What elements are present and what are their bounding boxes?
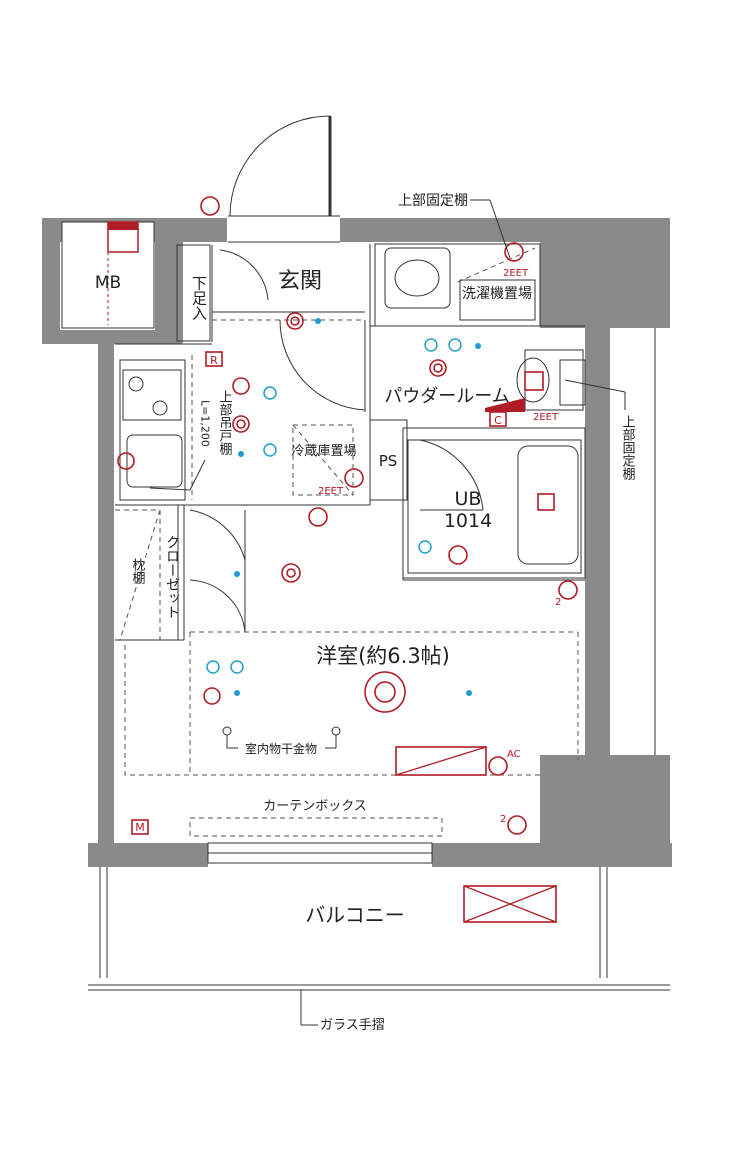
light-points: [234, 318, 481, 696]
mb-label: MB: [95, 273, 121, 293]
outlet-2eet-2: 2EET: [533, 412, 559, 423]
upper-fixed-shelf-top-label: 上部固定棚: [398, 193, 468, 209]
balcony-label: バルコニー: [305, 903, 405, 927]
text-labels: 玄関 上部固定棚 洗濯機置場 パウダールーム 上部吊戸棚 L=1,200 冷蔵庫…: [130, 193, 636, 1033]
pillow-shelf-label: 枕棚: [130, 558, 146, 584]
washer-area-label: 洗濯機置場: [462, 286, 532, 302]
interior-lines: 下足入 PS: [115, 243, 586, 864]
r-mark: R: [210, 354, 218, 367]
ub-label: UB: [455, 488, 482, 510]
c-mark: C: [494, 414, 502, 427]
fridge-area-label: 冷蔵庫置場: [291, 444, 356, 459]
count-2b: 2: [500, 814, 506, 825]
outlet-2eet-3: 2EET: [318, 486, 344, 497]
curtain-box-label: カーテンボックス: [263, 799, 367, 814]
drying-hardware: [222, 726, 341, 749]
walls: [42, 218, 672, 867]
ub-size-label: 1014: [444, 510, 492, 532]
leader-lines: [149, 199, 626, 491]
upper-cabinet-length: L=1,200: [199, 400, 212, 447]
m-mark: M: [135, 821, 145, 834]
fixtures: [117, 196, 578, 835]
drying-hardware-label: 室内物干金物: [245, 741, 317, 756]
balcony: [88, 867, 670, 1026]
closet-label: クローゼット: [164, 535, 180, 619]
upper-fixed-shelf-right-label: 上部固定棚: [620, 415, 636, 480]
upper-cabinet-label: 上部吊戸棚: [217, 390, 233, 455]
mb-box: MB: [61, 221, 155, 329]
ps-label: PS: [379, 452, 398, 470]
shoe-box-label: 下足入: [190, 276, 208, 321]
western-room-label: 洋室(約6.3帖): [316, 644, 450, 668]
entrance-label: 玄関: [278, 269, 322, 294]
ac-mark: AC: [507, 749, 521, 760]
glass-rail-label: ガラス手摺: [320, 1018, 385, 1033]
entrance-door: [228, 115, 340, 243]
outlet-2eet-1: 2EET: [503, 268, 529, 279]
count-2a: 2: [555, 597, 561, 608]
outlets-cyan: [206, 338, 462, 674]
powder-room-label: パウダールーム: [384, 386, 509, 407]
